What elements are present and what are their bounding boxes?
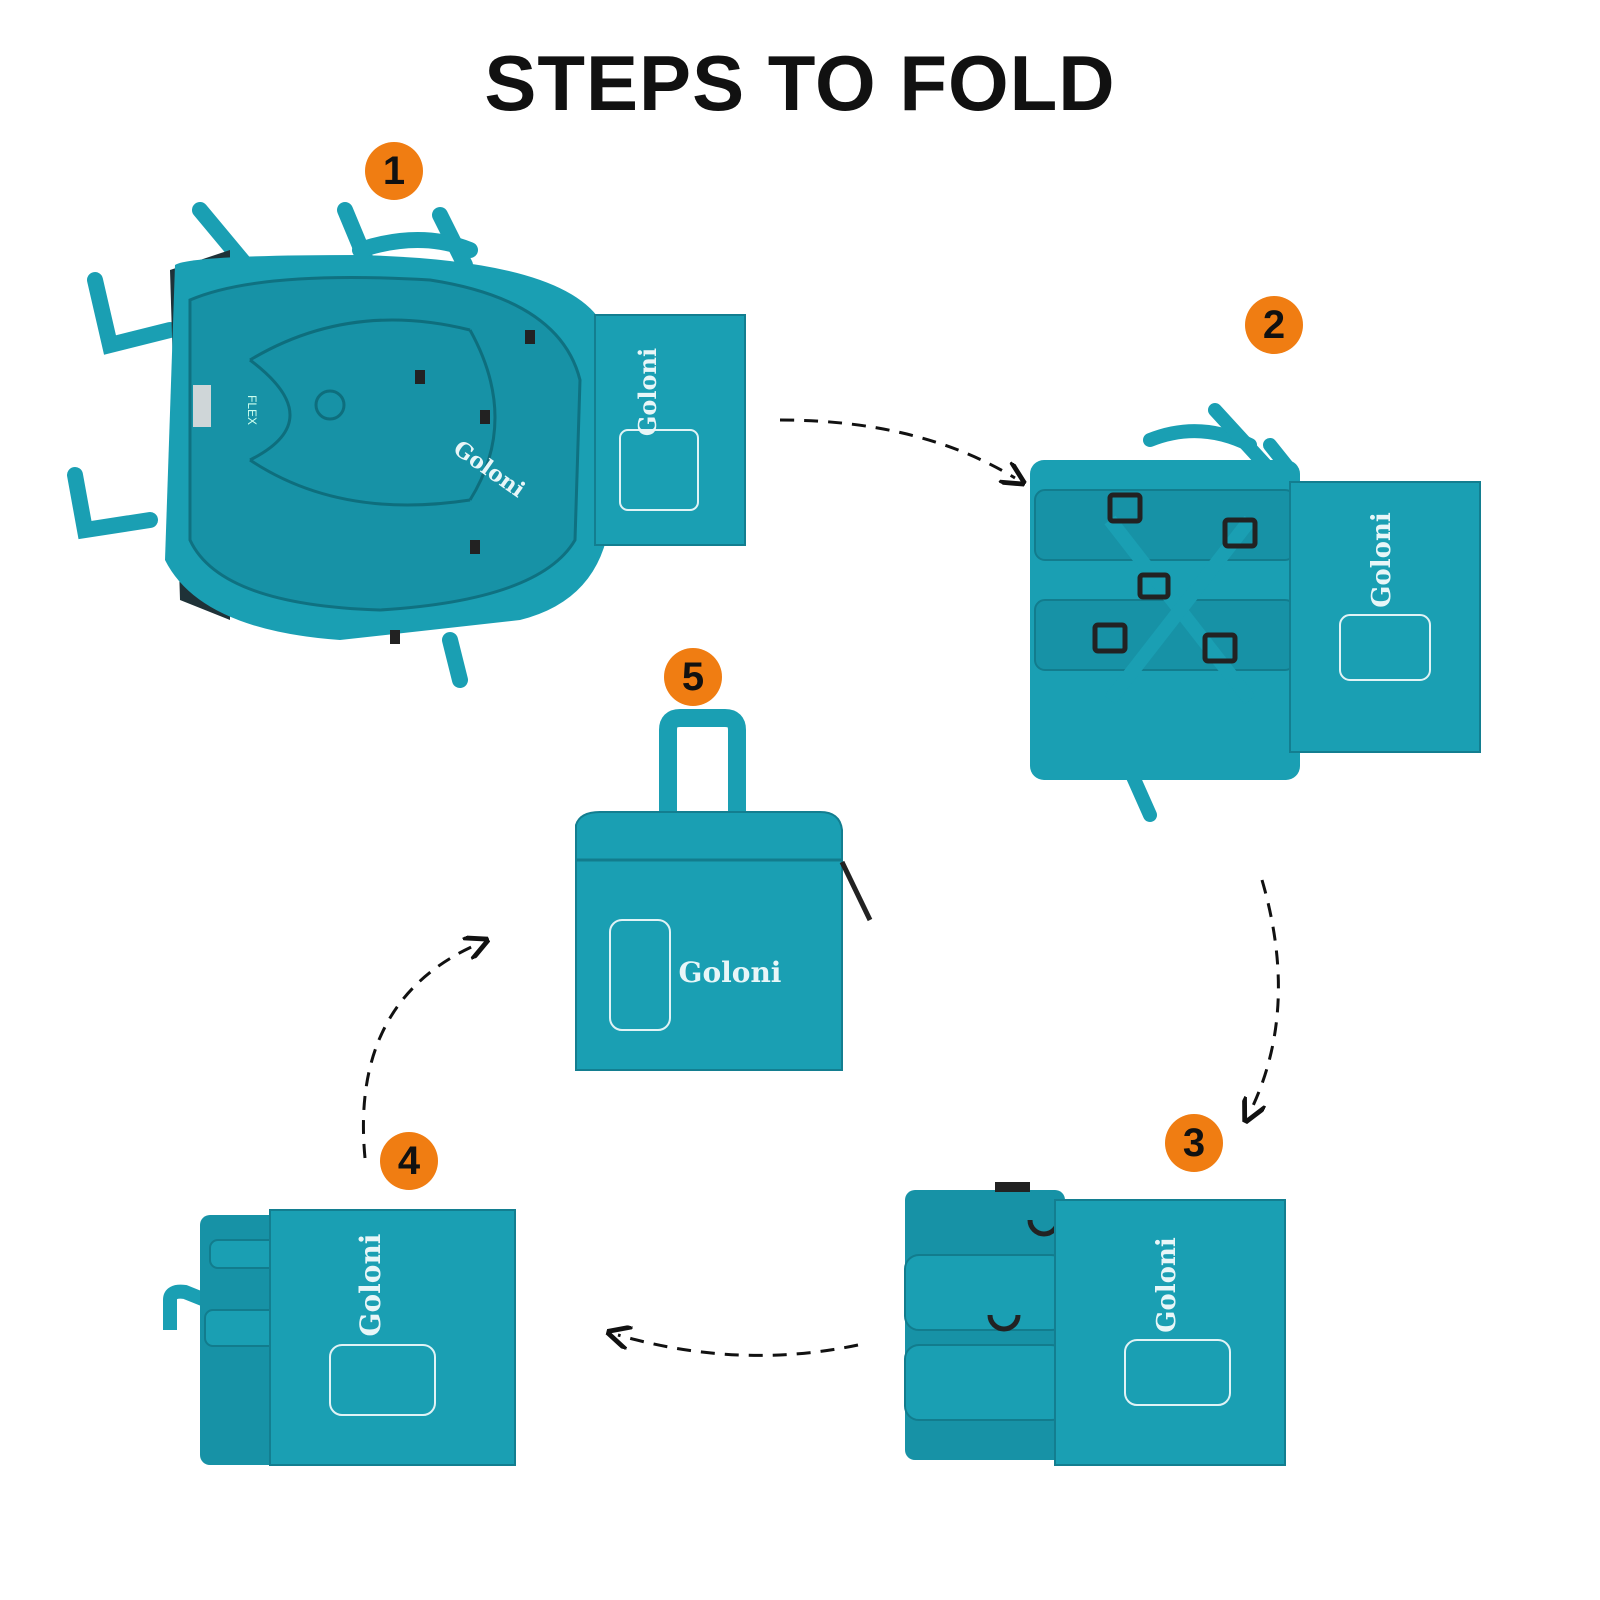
- arrow-2-to-3: [1250, 879, 1280, 1112]
- brand-text-2: Goloni: [1367, 512, 1397, 608]
- step-badge-3: 3: [1165, 1114, 1223, 1172]
- step-badge-1: 1: [365, 142, 423, 200]
- arrow-3-to-4: [618, 1335, 859, 1357]
- brand-text-3: Goloni: [1152, 1237, 1182, 1333]
- step-5-packed-pouch: Goloni: [575, 709, 873, 1071]
- step-badge-5: 5: [664, 648, 722, 706]
- step-2-backpack-partially-folded: Goloni: [1030, 403, 1481, 822]
- backpack-outline-logo: [619, 429, 699, 511]
- arrow-4-to-5: [361, 944, 478, 1159]
- step-1-backpack-open: Goloni Goloni FLEX: [67, 202, 746, 688]
- arrow-1-to-2: [779, 418, 1015, 478]
- page-title: STEPS TO FOLD: [484, 39, 1116, 127]
- brand-text-5: Goloni: [679, 956, 782, 989]
- flex-logo: FLEX: [245, 395, 259, 425]
- backpack-outline-logo: [609, 919, 671, 1031]
- step-badge-4: 4: [380, 1132, 438, 1190]
- step-4-backpack-rolled: Goloni: [163, 1209, 516, 1466]
- brand-text-4: Goloni: [354, 1234, 387, 1337]
- flow-arrows: [361, 418, 1280, 1357]
- step-badge-2: 2: [1245, 296, 1303, 354]
- brand-text-pouch-1: Goloni: [633, 348, 662, 436]
- step-3-backpack-folded: Goloni: [904, 1182, 1286, 1466]
- reflective-strip: [193, 385, 211, 427]
